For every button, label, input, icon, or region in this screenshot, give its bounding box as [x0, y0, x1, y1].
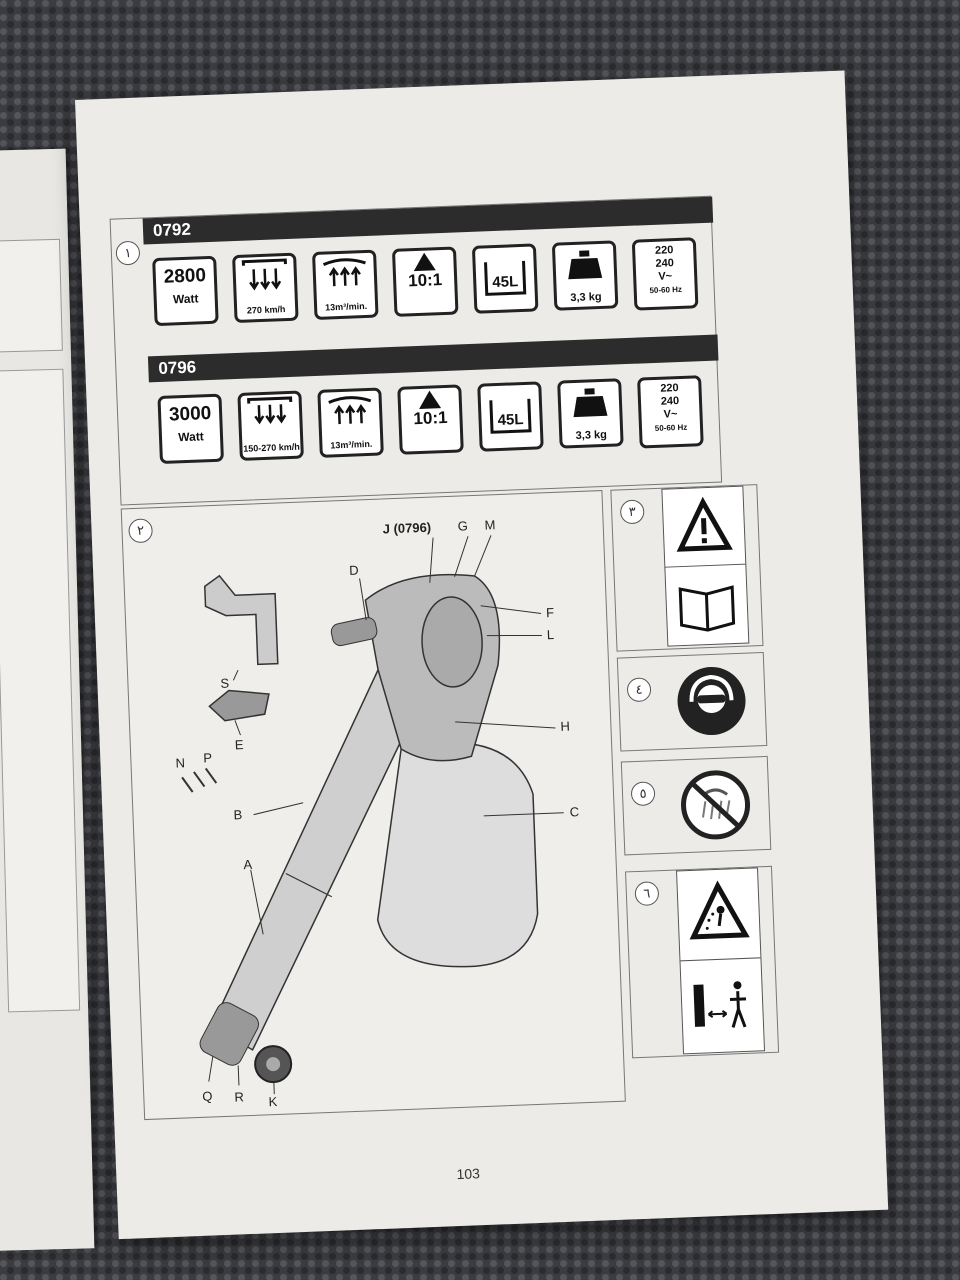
callout-b: B	[233, 807, 243, 823]
mulch-ratio: 10:1	[413, 407, 448, 429]
section-number: ١	[115, 240, 141, 266]
weight-tile: 3,3 kg	[551, 240, 619, 311]
power-value: 2800	[163, 265, 207, 288]
power-unit: Watt	[172, 291, 199, 307]
callout-j: J (0796)	[382, 519, 432, 537]
callout-p: P	[203, 750, 213, 766]
blow-speed-tile: 270 km/h	[232, 252, 299, 324]
section-device-diagram: ٢	[120, 490, 626, 1121]
mulch-ratio-tile: 10:1	[397, 384, 464, 455]
section-specs: ١ 0792 2800 Watt 270 km/h 13m³/min.	[109, 195, 723, 506]
debris-box	[676, 867, 762, 963]
power-value: 3000	[168, 403, 212, 426]
bag-icon	[489, 398, 532, 434]
callout-r: R	[234, 1089, 245, 1105]
power-tile: 3000 Watt	[157, 393, 224, 465]
voltage-tile: 220 240 V~ 50-60 Hz	[631, 237, 699, 311]
weight-label: 3,3 kg	[575, 428, 608, 443]
manual-page: ١ 0792 2800 Watt 270 km/h 13m³/min.	[75, 70, 889, 1240]
callout-n: N	[175, 755, 186, 771]
blow-arrows-icon	[241, 258, 287, 291]
symbol-number: ٣	[619, 499, 645, 525]
mulch-ratio-tile: 10:1	[391, 246, 459, 317]
symbol-number: ٥	[630, 781, 656, 807]
keep-distance-icon	[693, 981, 747, 1028]
power-unit: Watt	[177, 429, 205, 445]
no-rain-icon	[681, 770, 751, 840]
symbol-panel-3: ٣	[610, 484, 764, 652]
callout-c: C	[569, 804, 580, 820]
callout-g: G	[457, 518, 469, 534]
symbol-panel-4: ٤	[616, 651, 768, 752]
left-page-box	[0, 238, 63, 353]
flying-debris-warning-icon	[689, 880, 750, 940]
symbol-panel-5: ٥	[620, 755, 772, 856]
screws	[181, 767, 218, 793]
model-bar-0796: 0796	[147, 334, 719, 383]
callout-f: F	[545, 604, 555, 621]
collection-bag	[376, 741, 539, 968]
bag-capacity-tile: 45L	[471, 243, 539, 314]
callout-a: A	[243, 856, 253, 873]
bag-capacity: 45L	[497, 411, 524, 430]
weight-icon	[573, 388, 608, 418]
blow-arrows-icon	[247, 396, 293, 425]
suction-arrows-icon	[322, 258, 366, 287]
callout-k: K	[268, 1093, 278, 1110]
air-volume-label: 13m³/min.	[324, 300, 368, 313]
suction-volume-tile: 13m³/min.	[312, 249, 379, 320]
read-manual-icon	[678, 585, 736, 632]
callout-l: L	[546, 627, 555, 643]
symbol-panel-6: ٦	[625, 865, 780, 1059]
blow-speed-tile: 150-270 km/h	[237, 390, 304, 461]
suction-arrows-icon	[328, 396, 372, 425]
air-speed-label: 270 km/h	[246, 304, 286, 316]
frequency: 50-60 Hz	[654, 422, 688, 433]
weight-icon	[568, 250, 603, 280]
part-e	[208, 689, 270, 722]
mulch-triangle-icon	[419, 390, 442, 410]
shoulder-strap-bracket	[204, 574, 279, 666]
callout-e: E	[234, 737, 244, 753]
bag-capacity-tile: 45L	[477, 381, 544, 452]
frequency: 50-60 Hz	[649, 284, 683, 296]
weight-label: 3,3 kg	[570, 290, 602, 305]
eye-ear-protection-icon	[677, 667, 746, 736]
suction-volume-tile: 13m³/min.	[317, 387, 384, 458]
callout-d: D	[348, 562, 359, 578]
blower-vacuum-drawing	[181, 535, 564, 1095]
mulch-triangle-icon	[413, 252, 436, 272]
warning-box	[661, 485, 747, 569]
air-volume-label: 13m³/min.	[330, 438, 373, 451]
bag-icon	[484, 260, 527, 296]
model-bar-0792: 0792	[142, 196, 714, 245]
left-page-box	[0, 368, 81, 1013]
callout-q: Q	[202, 1088, 213, 1104]
power-tile: 2800 Watt	[152, 255, 219, 327]
callout-m: M	[484, 517, 496, 533]
front-handle	[330, 617, 378, 647]
voltage-tile: 220 240 V~ 50-60 Hz	[637, 375, 704, 449]
warning-triangle-icon	[676, 496, 733, 552]
spec-row-0796: 3000 Watt 150-270 km/h 13m³/min.	[111, 197, 711, 465]
symbol-number: ٤	[626, 677, 652, 703]
bag-capacity: 45L	[492, 273, 519, 292]
distance-box	[679, 957, 766, 1055]
callout-s: S	[220, 675, 230, 691]
air-speed-label: 150-270 km/h	[243, 441, 300, 454]
left-page-edge	[0, 148, 95, 1252]
weight-tile: 3,3 kg	[557, 378, 624, 449]
page-number: 103	[456, 1165, 481, 1183]
symbol-number: ٦	[634, 881, 660, 907]
callout-h: H	[560, 718, 571, 734]
manual-box	[664, 563, 750, 647]
nozzle	[199, 1002, 260, 1066]
spec-row-0792: 2800 Watt 270 km/h 13m³/min.	[111, 197, 711, 327]
mulch-ratio: 10:1	[407, 270, 443, 291]
